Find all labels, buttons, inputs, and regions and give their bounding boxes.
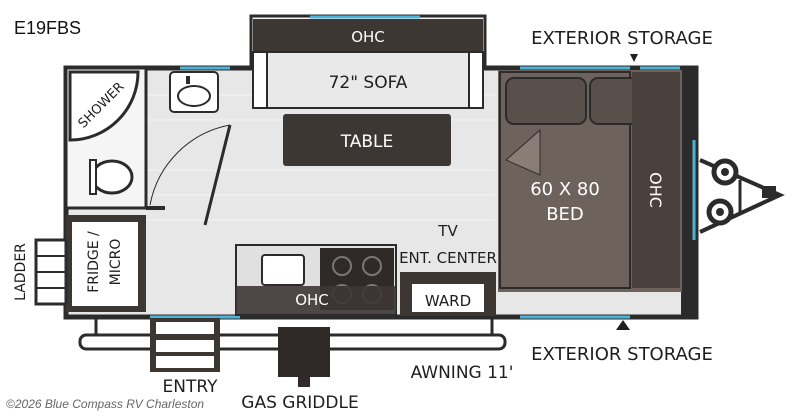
toilet bbox=[90, 159, 134, 195]
fridge-label-1: FRIDGE / bbox=[86, 231, 102, 293]
tv-label: TV bbox=[437, 222, 458, 240]
gas-griddle-label: GAS GRIDDLE bbox=[241, 393, 358, 413]
ent-center-label: ENT. CENTER bbox=[399, 249, 497, 267]
copyright-credit: ©2026 Blue Compass RV Charleston bbox=[6, 397, 205, 411]
windows bbox=[150, 15, 696, 319]
shower bbox=[68, 70, 140, 142]
hitch bbox=[688, 150, 785, 250]
sofa-label: 72" SOFA bbox=[329, 73, 408, 93]
gas-griddle bbox=[278, 327, 330, 377]
awning-label: AWNING 11' bbox=[411, 363, 514, 383]
kitchen-sink bbox=[261, 254, 305, 286]
bed-size-label: 60 X 80 bbox=[530, 179, 600, 200]
ward-label: WARD bbox=[425, 292, 471, 310]
ohc-top-label: OHC bbox=[351, 28, 385, 46]
model-name: E19FBS bbox=[14, 18, 82, 38]
entry-label: ENTRY bbox=[163, 377, 219, 397]
entry-steps bbox=[150, 318, 220, 372]
pillow-left bbox=[505, 77, 587, 125]
ohc-bed-label: OHC bbox=[646, 172, 665, 208]
ohc-kitchen-label: OHC bbox=[295, 291, 329, 309]
ohc-top bbox=[253, 19, 483, 51]
bed-label: BED bbox=[546, 204, 584, 225]
fridge-label-2: MICRO bbox=[108, 239, 124, 286]
ladder bbox=[34, 238, 68, 306]
ext-storage-bottom-label: EXTERIOR STORAGE bbox=[531, 344, 713, 365]
table bbox=[283, 114, 451, 166]
ladder-label: LADDER bbox=[13, 243, 29, 301]
table-label: TABLE bbox=[340, 132, 394, 152]
ext-storage-top-label: EXTERIOR STORAGE bbox=[531, 28, 713, 49]
